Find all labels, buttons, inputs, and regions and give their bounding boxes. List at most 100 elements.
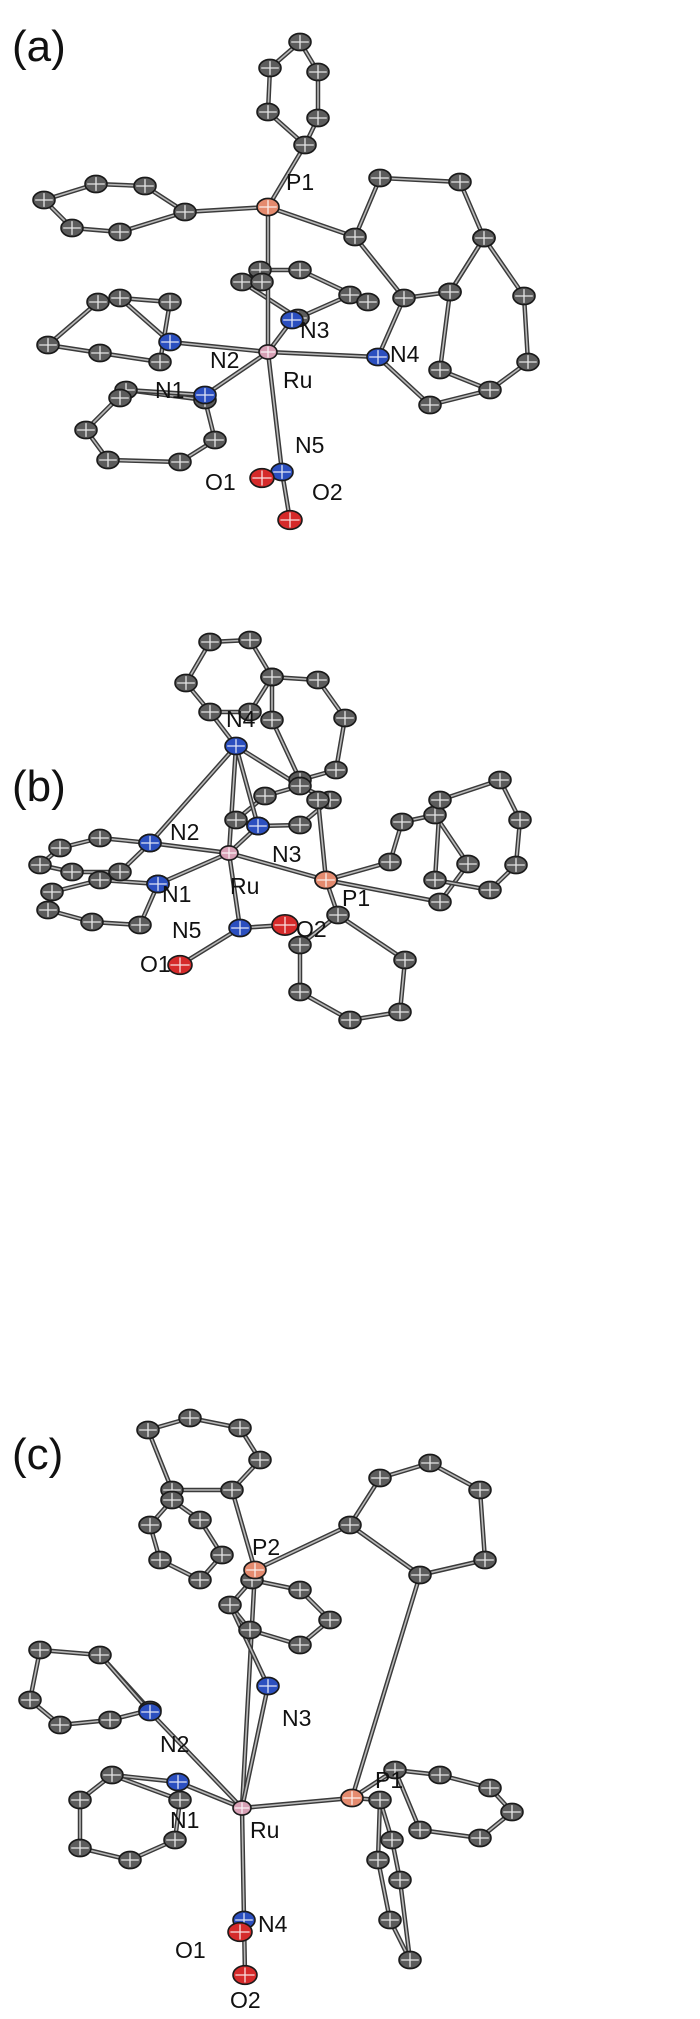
atom-principal-axes	[91, 1648, 109, 1662]
atom-principal-axes	[227, 813, 245, 827]
atom-principal-axes	[121, 1853, 139, 1867]
atom-principal-axes	[221, 847, 237, 859]
atom-principal-axes	[171, 455, 189, 469]
atom-principal-axes	[234, 1802, 250, 1814]
atom-principal-axes	[291, 263, 309, 277]
bond-highlight	[107, 459, 181, 463]
atom-label-n4: N4	[390, 341, 420, 367]
atom-principal-axes	[141, 836, 159, 850]
atom-principal-axes	[451, 175, 469, 189]
atom-principal-axes	[251, 1453, 269, 1467]
bond-highlight	[177, 1781, 243, 1809]
atom-principal-axes	[329, 908, 347, 922]
bond-highlight	[271, 719, 301, 781]
atom-principal-axes	[476, 1553, 494, 1567]
atom-principal-axes	[87, 177, 105, 191]
atom-principal-axes	[141, 1518, 159, 1532]
atom-label-n3: N3	[300, 317, 329, 343]
bond-highlight	[479, 1489, 486, 1561]
atom-label-n1: N1	[155, 377, 184, 403]
atom-label-n1: N1	[170, 1807, 199, 1833]
atom-principal-axes	[206, 433, 224, 447]
atom-principal-axes	[176, 205, 194, 219]
bond-highlight	[439, 291, 451, 371]
atom-principal-axes	[201, 705, 219, 719]
atom-principal-axes	[391, 1873, 409, 1887]
bond-highlight	[241, 1807, 245, 1921]
atom-principal-axes	[421, 398, 439, 412]
atom-label-n4: N4	[258, 1911, 288, 1937]
atom-principal-axes	[39, 338, 57, 352]
bond-highlight	[349, 1524, 421, 1576]
bond-highlight	[119, 297, 171, 343]
bond-highlight	[241, 1685, 269, 1809]
atom-principal-axes	[35, 193, 53, 207]
atom-principal-axes	[91, 831, 109, 845]
atom-principal-axes	[263, 713, 281, 727]
atom-principal-axes	[396, 953, 414, 967]
atom-principal-axes	[111, 291, 129, 305]
atom-principal-axes	[369, 350, 387, 364]
atom-principal-axes	[471, 1483, 489, 1497]
atom-principal-axes	[51, 1718, 69, 1732]
atom-principal-axes	[63, 865, 81, 879]
atom-principal-axes	[359, 295, 377, 309]
atom-principal-axes	[77, 423, 95, 437]
atom-principal-axes	[371, 1793, 389, 1807]
bond-highlight	[354, 236, 405, 299]
atom-principal-axes	[246, 1563, 264, 1577]
bond-highlight	[377, 1859, 391, 1921]
atom-principal-axes	[259, 200, 277, 214]
bond-highlight	[204, 351, 269, 396]
atom-label-p1: P1	[375, 1767, 403, 1793]
atom-principal-axes	[341, 1013, 359, 1027]
bond-highlight	[231, 1489, 256, 1571]
atom-label-n2: N2	[210, 347, 239, 373]
atom-principal-axes	[459, 857, 477, 871]
atom-principal-axes	[291, 35, 309, 49]
atom-principal-axes	[336, 711, 354, 725]
atom-principal-axes	[91, 346, 109, 360]
atom-principal-axes	[233, 275, 251, 289]
bond-highlight	[379, 177, 461, 183]
atom-principal-axes	[201, 635, 219, 649]
atom-principal-axes	[291, 1583, 309, 1597]
atom-label-n1: N1	[162, 881, 191, 907]
atom-principal-axes	[83, 915, 101, 929]
atom-principal-axes	[426, 873, 444, 887]
atom-principal-axes	[369, 1853, 387, 1867]
atom-principal-axes	[431, 1768, 449, 1782]
atom-principal-axes	[91, 873, 109, 887]
bond-highlight	[229, 1604, 269, 1687]
bond-highlight	[377, 1799, 381, 1861]
bond-highlight	[228, 745, 237, 854]
bond-highlight	[377, 297, 405, 358]
atom-principal-axes	[386, 1763, 404, 1777]
atom-label-p1: P1	[342, 885, 370, 911]
atom-principal-axes	[163, 1493, 181, 1507]
bond-highlight	[351, 1574, 421, 1799]
atom-principal-axes	[51, 841, 69, 855]
atom-principal-axes	[371, 1471, 389, 1485]
atom-principal-axes	[471, 1831, 489, 1845]
atom-principal-axes	[280, 512, 300, 528]
atom-principal-axes	[161, 295, 179, 309]
atom-principal-axes	[260, 346, 276, 358]
bond-highlight	[47, 301, 99, 346]
atom-principal-axes	[111, 391, 129, 405]
panel-a-label: (a)	[12, 22, 66, 71]
atom-principal-axes	[309, 793, 327, 807]
atom-label-o1: O1	[175, 1937, 206, 1963]
bond-highlight	[149, 842, 230, 854]
atom-principal-axes	[291, 985, 309, 999]
atom-label-ru: Ru	[250, 1817, 279, 1843]
atom-principal-axes	[241, 705, 259, 719]
atom-principal-axes	[223, 1483, 241, 1497]
atom-principal-axes	[227, 739, 245, 753]
atom-label-p2: P2	[252, 1534, 280, 1560]
bond-highlight	[99, 1654, 151, 1713]
atom-label-n5: N5	[172, 917, 201, 943]
atom-principal-axes	[261, 61, 279, 75]
